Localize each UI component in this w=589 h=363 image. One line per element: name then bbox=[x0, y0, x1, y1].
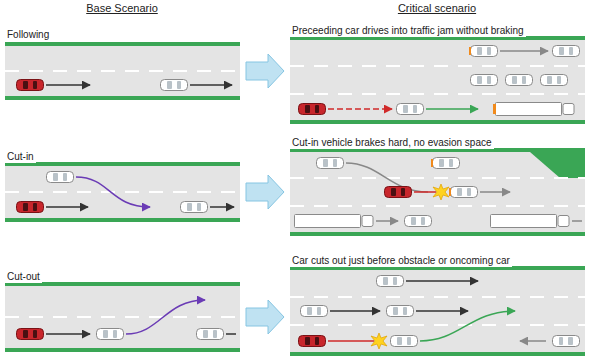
block-arrow bbox=[246, 300, 284, 334]
column-heading: Critical scenario bbox=[398, 2, 476, 15]
scenario-label: Car cuts out just before obstacle or onc… bbox=[290, 255, 512, 267]
scenario-label: Following bbox=[5, 29, 51, 41]
scenario-panel: Cut-in bbox=[5, 146, 240, 222]
scenario-panel: Following bbox=[5, 24, 240, 100]
vehicles bbox=[295, 158, 583, 228]
scenario-panel: Car cuts out just before obstacle or onc… bbox=[290, 250, 585, 356]
column-heading: Base Scenario bbox=[86, 2, 158, 15]
scenario-label: Preceeding car drives into traffic jam w… bbox=[290, 25, 526, 37]
scenario-panel: Cut-out bbox=[5, 266, 240, 352]
scenario-panel: Cut-in vehicle brakes hard, no evasion s… bbox=[290, 132, 585, 236]
scenario-label: Cut-in bbox=[5, 151, 36, 163]
vehicles bbox=[17, 172, 235, 213]
vehicles bbox=[299, 276, 580, 350]
vehicles bbox=[17, 300, 237, 340]
block-arrow bbox=[246, 54, 284, 88]
block-arrow bbox=[246, 175, 284, 209]
scenario-label: Cut-out bbox=[5, 271, 42, 283]
vehicles bbox=[17, 80, 233, 91]
vehicles bbox=[299, 46, 580, 116]
scenario-label: Cut-in vehicle brakes hard, no evasion s… bbox=[290, 137, 494, 149]
road bbox=[5, 36, 585, 356]
scenario-panel: Preceeding car drives into traffic jam w… bbox=[290, 20, 585, 124]
